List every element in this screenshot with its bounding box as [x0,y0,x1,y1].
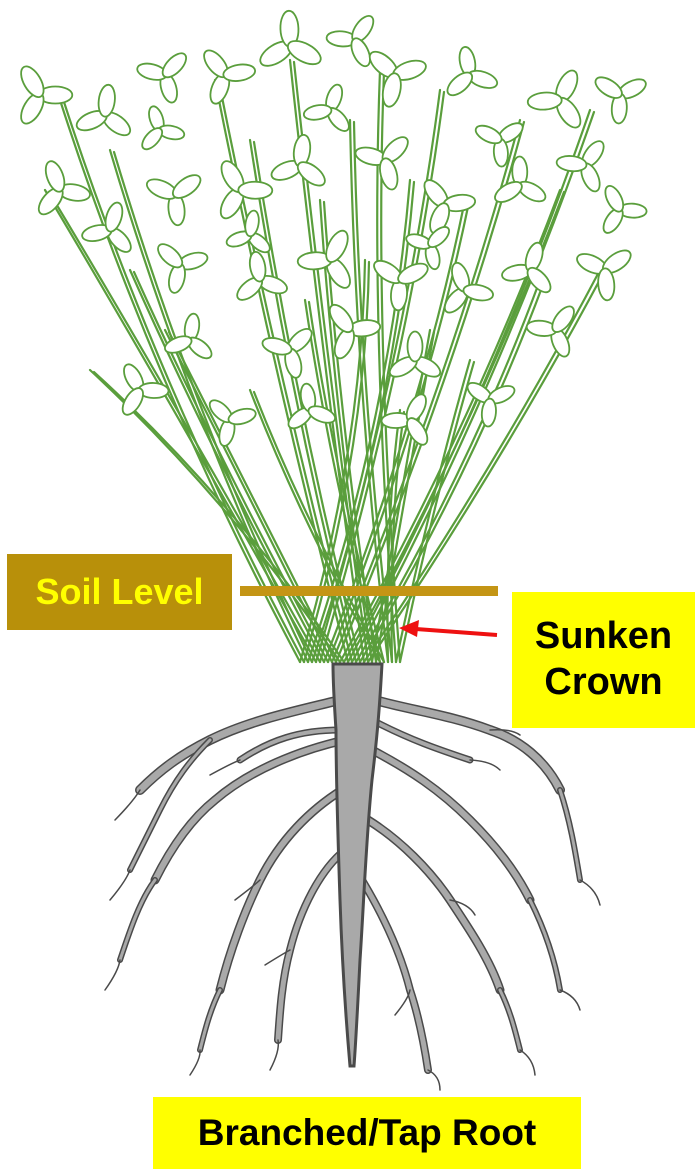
leaflet [16,63,48,101]
leaflet [348,35,374,69]
leaf-cluster [136,49,191,104]
lateral-root-fill [220,790,342,990]
tap-root-label: Branched/Tap Root [153,1097,581,1169]
leaf-cluster [303,83,353,135]
leaflet [444,68,476,99]
lateral-root [362,880,428,1070]
soil-level-label: Soil Level [7,554,232,630]
leaflet [408,332,423,362]
rootlet [270,1040,278,1070]
plant-leaves [16,11,648,449]
tap-root [333,664,382,1066]
rootlet [105,960,120,990]
leaf-cluster [216,158,272,222]
leaf-cluster [527,67,585,131]
rootlet [580,880,600,905]
rootlet [520,1050,535,1075]
lateral-root [372,750,530,900]
leaflet [102,201,125,234]
leaflet [303,103,333,122]
stem [396,360,470,662]
lateral-root [278,850,345,1040]
leaf-cluster [365,47,428,108]
rootlet [115,790,140,820]
leaflet [294,158,329,190]
leaf-cluster [600,183,647,236]
leaflet [592,73,625,102]
rootlet [110,870,130,900]
lateral-root-fill [362,880,428,1070]
rootlet [470,760,500,770]
soil-level-text: Soil Level [35,570,203,613]
leaf-cluster [81,201,135,256]
leaf-cluster [144,171,204,226]
leaflet [154,240,186,271]
leaflet [602,183,627,214]
leaflet [473,122,504,147]
leaf-cluster [74,84,134,140]
leaflet [492,178,525,206]
tap-root-text: Branched/Tap Root [198,1111,537,1155]
rootlet [560,990,580,1010]
leaflet [227,406,258,427]
leaflet [222,62,256,83]
sunken-crown-text-line1: Sunken [535,614,672,660]
lateral-root-fill [372,750,530,900]
lateral-root [530,900,560,990]
sunken-crown-text-line2: Crown [544,660,662,706]
leaflet [42,159,68,195]
leaflet [139,125,166,153]
leaflet [248,251,268,283]
leaflet [403,415,432,448]
lateral-root [220,790,342,990]
leaf-cluster [139,105,186,153]
sunken-crown-label: Sunken Crown [512,592,695,728]
leaf-cluster [200,46,257,106]
leaf-cluster [592,73,649,124]
leaflet [159,49,191,81]
leaf-cluster [269,134,329,190]
leaflet [238,181,272,199]
lateral-root-fill [368,820,500,990]
lateral-root [368,820,500,990]
crown-arrow [399,620,497,637]
leaf-cluster [16,63,72,127]
rootlet [190,1050,200,1075]
leaf-cluster [154,240,209,294]
rootlet [210,760,240,775]
leaflet [169,171,204,203]
leaf-cluster [444,46,500,100]
leaf-cluster [574,246,634,301]
leaflet [306,403,337,426]
